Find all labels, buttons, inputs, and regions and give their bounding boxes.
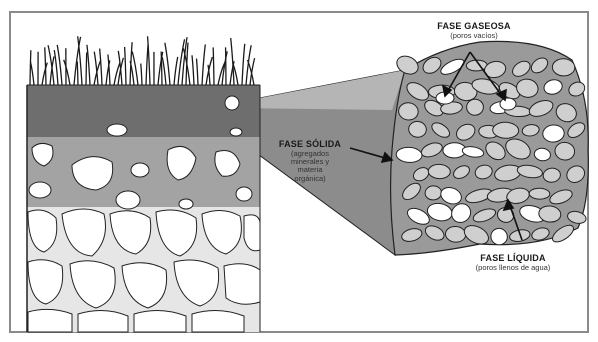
grass-blade bbox=[148, 36, 150, 85]
grass-blade bbox=[30, 50, 31, 85]
grass-blade bbox=[146, 45, 148, 85]
grass-blade bbox=[202, 44, 205, 85]
grass-blade bbox=[64, 60, 70, 85]
grass-blade bbox=[87, 45, 90, 85]
label-liquid-sub: (poros llenos de agua) bbox=[448, 264, 578, 272]
aggregate-grain bbox=[552, 58, 575, 76]
label-gaseous-phase: FASE GASEOSA (poros vacíos) bbox=[418, 22, 530, 40]
grass-blade bbox=[30, 62, 34, 85]
grass-blade bbox=[242, 44, 245, 85]
grass-blade bbox=[192, 55, 194, 85]
grass-blade bbox=[100, 49, 102, 85]
grass-blade bbox=[197, 59, 198, 85]
air-pore bbox=[500, 98, 516, 110]
grass-blade bbox=[45, 47, 46, 85]
stone bbox=[29, 182, 51, 198]
grass-blade bbox=[213, 47, 214, 85]
stone bbox=[236, 187, 252, 201]
magnified-aggregate bbox=[391, 41, 589, 255]
stone bbox=[179, 199, 193, 209]
grass-blade bbox=[54, 50, 58, 85]
grass-blade bbox=[77, 61, 78, 85]
aggregate-grain bbox=[492, 122, 519, 139]
label-solid-phase: FASE SÓLIDA (agregados minerales y mater… bbox=[270, 140, 350, 183]
aggregate-grain bbox=[466, 99, 484, 116]
grass-blade bbox=[161, 51, 162, 85]
soil-profile bbox=[27, 85, 260, 332]
label-gaseous-sub: (poros vacíos) bbox=[418, 32, 530, 40]
grass-blade bbox=[174, 57, 178, 85]
label-solid-sub-4: orgánica) bbox=[270, 175, 350, 183]
grass bbox=[30, 36, 255, 85]
stone bbox=[224, 264, 260, 305]
aggregate-grain bbox=[529, 188, 550, 199]
grass-blade bbox=[125, 47, 126, 85]
stone bbox=[131, 163, 149, 177]
topsoil-layer bbox=[27, 85, 260, 137]
stone bbox=[28, 309, 72, 332]
grass-blade bbox=[141, 64, 142, 85]
stone bbox=[134, 310, 186, 332]
stone bbox=[225, 96, 239, 110]
aggregate-grain bbox=[428, 164, 451, 179]
stone bbox=[230, 128, 242, 136]
grass-blade bbox=[86, 52, 87, 85]
label-liquid-phase: FASE LÍQUIDA (poros llenos de agua) bbox=[448, 254, 578, 272]
grass-blade bbox=[162, 57, 166, 85]
stone bbox=[192, 310, 244, 332]
stone bbox=[107, 124, 127, 136]
stone bbox=[78, 310, 128, 332]
stone bbox=[244, 215, 260, 251]
stone bbox=[116, 191, 140, 209]
